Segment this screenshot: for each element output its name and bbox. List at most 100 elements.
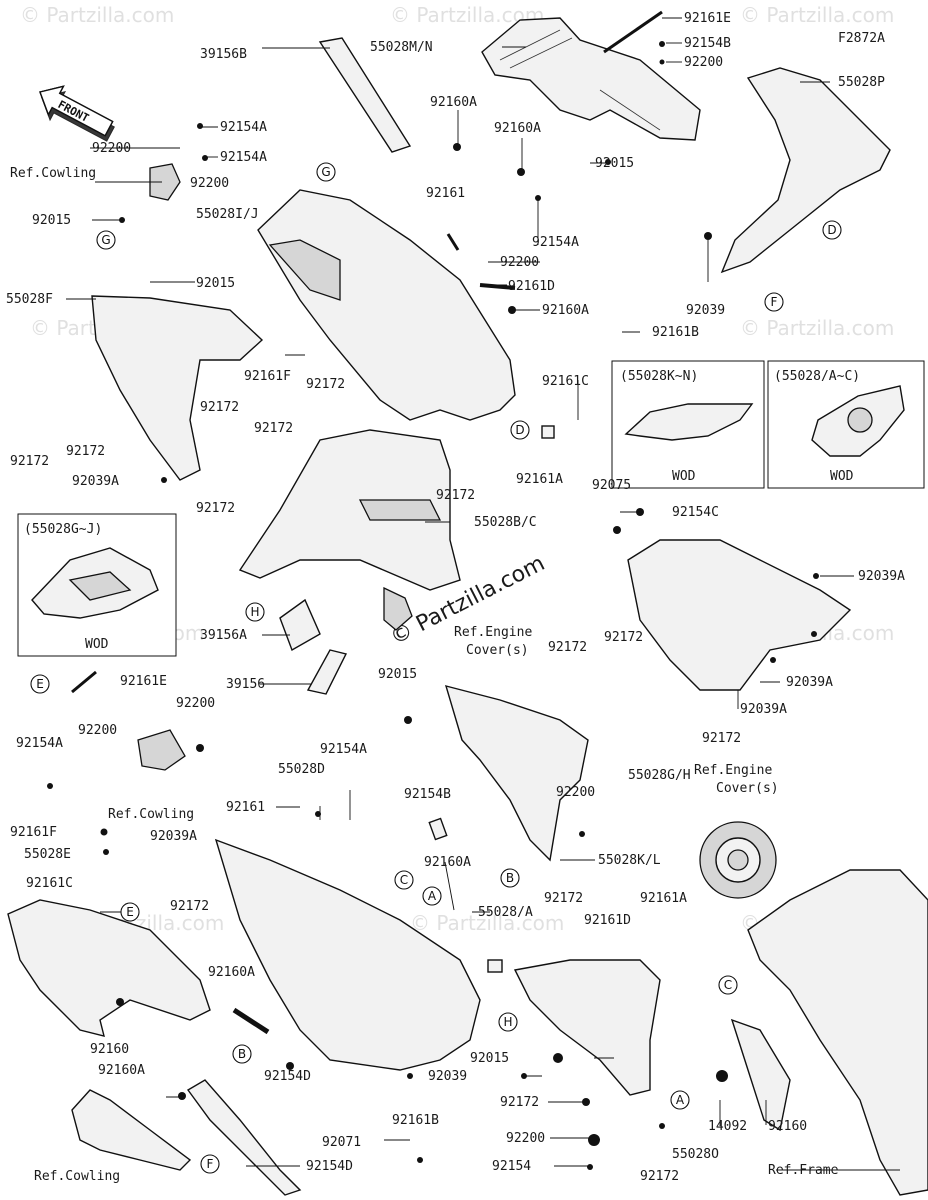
callout-f: F (764, 292, 784, 312)
part-label: 92161C (542, 374, 589, 389)
part-55028bc-vent (358, 499, 442, 521)
part-label: 92039A (150, 829, 197, 844)
part-label: 92154A (220, 120, 267, 135)
callout-c: C (718, 975, 738, 995)
svg-text:H: H (503, 1015, 512, 1029)
part-ref-cowling-2 (137, 729, 186, 771)
part-92161-upper (446, 233, 460, 251)
watermark: © Partzilla.com (740, 316, 894, 340)
part-55028ij (257, 189, 516, 421)
part-label: 55028G/H (628, 768, 691, 783)
part-label: 92160A (494, 121, 541, 136)
part-label: 92161B (652, 325, 699, 340)
part-label: 92200 (176, 696, 215, 711)
part-label: 39156B (200, 47, 247, 62)
part-label: 92160 (768, 1119, 807, 1134)
part-label: 92039 (686, 303, 725, 318)
part-55028bc (238, 429, 461, 591)
part-label: 92161D (584, 913, 631, 928)
part-55028kl (7, 899, 211, 1037)
part-label: 39156 (226, 677, 265, 692)
svg-text:A: A (676, 1093, 685, 1107)
svg-text:C: C (724, 978, 732, 992)
svg-text:E: E (36, 677, 44, 691)
ref-label: Ref.Cowling (34, 1169, 120, 1184)
part-label: 92075 (592, 478, 631, 493)
part-label: 92154A (320, 742, 367, 757)
part-label: 92172 (254, 421, 293, 436)
part-label: 92172 (306, 377, 345, 392)
part-label: 92039A (858, 569, 905, 584)
part-label: 92161 (426, 186, 465, 201)
part-39156a (279, 598, 321, 652)
part-label: 92160A (430, 95, 477, 110)
part-39156b (318, 37, 412, 153)
part-55028a (513, 959, 661, 1096)
part-label: 92200 (556, 785, 595, 800)
callout-g: G (316, 162, 336, 182)
callout-d: D (822, 220, 842, 240)
part-label: 92172 (170, 899, 209, 914)
part-label: 55028P (838, 75, 885, 90)
svg-text:A: A (428, 889, 437, 903)
callout-b: B (500, 868, 520, 888)
part-label: 55028B/C (474, 515, 537, 530)
part-label: 92200 (190, 176, 229, 191)
svg-text:D: D (515, 423, 524, 437)
svg-text:E: E (126, 905, 134, 919)
part-label: 92161F (244, 369, 291, 384)
inset-note: WOD (830, 469, 854, 484)
part-label: 92172 (66, 444, 105, 459)
part-label: 55028F (6, 292, 53, 307)
ref-labels: Ref.Cowling Ref.Engine Cover(s) Ref.Cowl… (10, 166, 839, 1184)
part-92161e-mid (71, 670, 97, 694)
part-label: 92172 (436, 488, 475, 503)
part-39156 (306, 649, 348, 695)
part-label: 92154A (220, 150, 267, 165)
part-ref-cowling-3 (71, 1089, 192, 1171)
part-label: 92161B (392, 1113, 439, 1128)
part-labels: 92161E 92154B 92200 55028M/N 39156B 5502… (6, 11, 905, 1184)
part-label: 92154B (684, 36, 731, 51)
ref-label: Cover(s) (716, 781, 779, 796)
inset-55028ac: (55028/A~C) WOD (767, 360, 925, 489)
callout-b: B (232, 1044, 252, 1064)
svg-text:B: B (238, 1047, 246, 1061)
inset-note: WOD (85, 637, 109, 652)
leader-lines (66, 17, 900, 1171)
ref-label: Cover(s) (466, 643, 529, 658)
inset-title: (55028K~N) (620, 369, 698, 384)
part-label: 92200 (78, 723, 117, 738)
part-label: 92200 (92, 141, 131, 156)
part-label: 39156A (200, 628, 247, 643)
watermark: © Partzilla.com (410, 911, 564, 935)
part-label: 92172 (548, 640, 587, 655)
parts (7, 10, 928, 1196)
part-label: 92015 (32, 213, 71, 228)
callout-e: E (30, 674, 50, 694)
part-label: 92172 (10, 454, 49, 469)
part-label: 92154A (16, 736, 63, 751)
part-label: 92160A (98, 1063, 145, 1078)
part-label: 92015 (470, 1051, 509, 1066)
svg-text:G: G (321, 165, 330, 179)
callout-h: H (245, 602, 265, 622)
part-label: 92161F (10, 825, 57, 840)
part-label: 92015 (595, 156, 634, 171)
callout-h: H (498, 1012, 518, 1032)
part-detail (499, 29, 661, 131)
part-engine-cover (699, 821, 777, 899)
inset-55028kn: (55028K~N) WOD (611, 360, 765, 489)
part-label: 92172 (702, 731, 741, 746)
inset-title: (55028/A~C) (774, 369, 860, 384)
part-label: 92172 (200, 400, 239, 415)
part-92161d-upper (479, 283, 516, 290)
part-label: 92154D (264, 1069, 311, 1084)
part-label: 92160A (208, 965, 255, 980)
part-label: 92039 (428, 1069, 467, 1084)
part-ref-frame (747, 869, 928, 1196)
part-label: 92161E (684, 11, 731, 26)
part-92161a-upper (541, 425, 555, 439)
